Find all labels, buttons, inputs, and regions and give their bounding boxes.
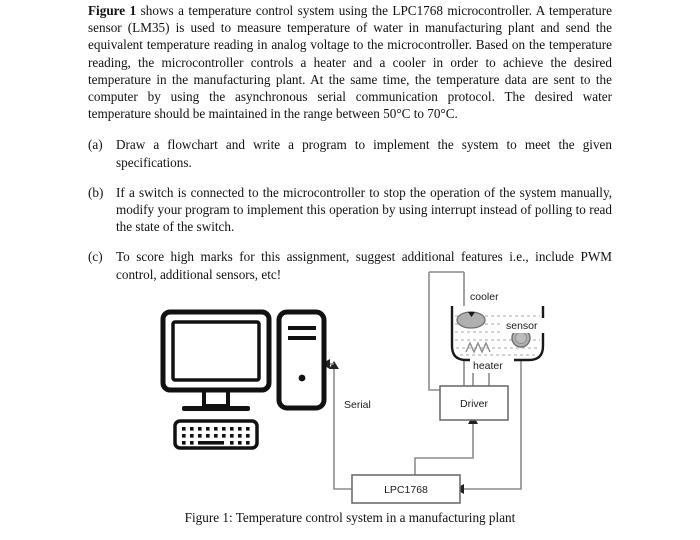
- serial-wire: [333, 364, 352, 490]
- figure-caption: Figure 1: Temperature control system in …: [184, 510, 516, 525]
- question-item-a: (a) Draw a flowchart and write a program…: [88, 136, 612, 170]
- mcu-box: [351, 474, 461, 504]
- serial-arrowhead: [329, 361, 339, 369]
- water-tank: cooler sensor heater: [450, 289, 549, 373]
- mcu-label: LPC1768: [384, 484, 428, 496]
- monitor-stand-base: [182, 406, 250, 411]
- sensor-inner: [515, 332, 527, 344]
- sensor-label-backing: [503, 318, 549, 333]
- tower-power-dot: [298, 374, 306, 382]
- question-item-c: (c) To score high marks for this assignm…: [88, 248, 612, 282]
- question-text-b: If a switch is connected to the microcon…: [116, 184, 612, 235]
- tower-drive-slot-2: [288, 336, 316, 340]
- cooler-label-backing: [468, 289, 512, 303]
- question-label-c: (c): [88, 249, 103, 265]
- question-list: (a) Draw a flowchart and write a program…: [88, 136, 612, 282]
- cooler-left-wire: [428, 272, 440, 391]
- monitor-screen: [171, 320, 261, 382]
- question-item-b: (b) If a switch is connected to the micr…: [88, 184, 612, 236]
- system-diagram: cooler sensor heater Driver LPC1768 Seri…: [0, 268, 700, 513]
- computer-icon: [160, 309, 327, 450]
- tower-drive-slot-1: [288, 326, 316, 330]
- wiring-layer: [321, 271, 522, 494]
- serial-label: Serial: [344, 399, 371, 411]
- question-text-block: Figure 1 shows a temperature control sys…: [88, 2, 612, 296]
- mcu-driver-wire: [414, 420, 474, 475]
- mcu-block: LPC1768: [351, 474, 461, 504]
- question-text-c: To score high marks for this assignment,…: [116, 249, 612, 282]
- sensor-label: sensor: [506, 320, 538, 332]
- figure-reference-bold: Figure 1: [88, 3, 137, 18]
- intro-paragraph: Figure 1 shows a temperature control sys…: [88, 2, 612, 122]
- driver-block: Driver: [439, 385, 509, 421]
- heater-label: heater: [473, 360, 503, 372]
- heater-coil: [465, 341, 491, 354]
- cooler-label: cooler: [470, 291, 499, 303]
- heater-label-backing: [470, 358, 514, 373]
- driver-box: [439, 385, 509, 421]
- sensor-wire: [460, 344, 522, 490]
- question-text-a: Draw a flowchart and write a program to …: [116, 137, 612, 170]
- question-label-b: (b): [88, 184, 104, 200]
- intro-paragraph-body: shows a temperature control system using…: [88, 3, 612, 122]
- cooler-nozzle: [468, 312, 475, 317]
- question-label-a: (a): [88, 137, 103, 153]
- driver-label: Driver: [460, 398, 489, 410]
- keyboard-keys: [182, 427, 250, 445]
